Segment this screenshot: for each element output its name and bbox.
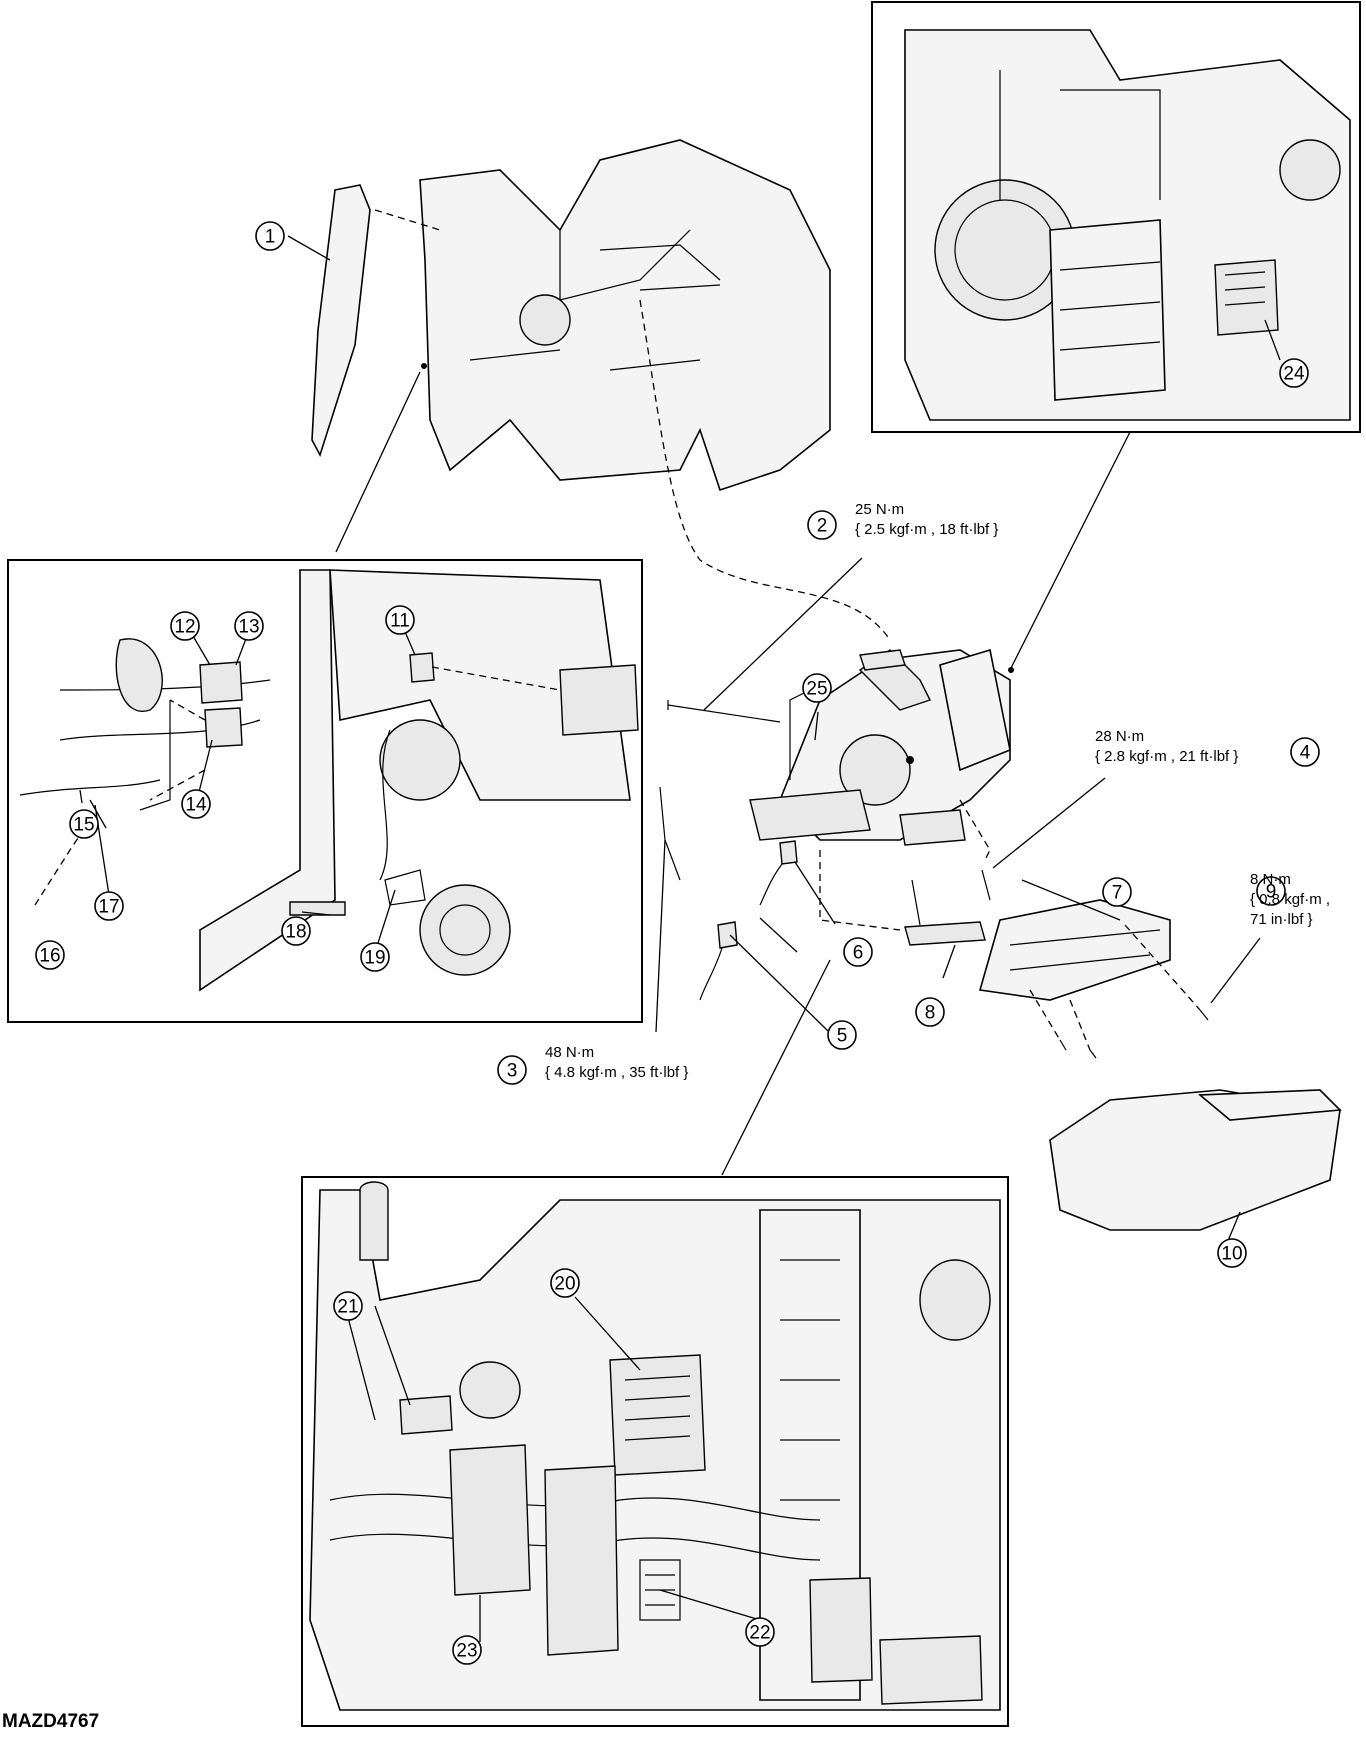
callout-circle [497, 1055, 527, 1085]
inset-bottom [301, 1176, 1009, 1727]
callout-number: 6 [853, 943, 864, 964]
callout-circle [255, 221, 285, 251]
callout-circle [1102, 877, 1132, 907]
callout-number: 9 [1266, 882, 1277, 903]
callout-number: 4 [1300, 743, 1311, 764]
callout-24: 24 [1279, 358, 1309, 388]
callout-number: 24 [1283, 364, 1305, 385]
callout-number: 25 [806, 679, 827, 700]
callout-circle [827, 1020, 857, 1050]
callout-5: 5 [827, 1020, 857, 1050]
callout-3: 3 [497, 1055, 527, 1085]
torque-spec-4-nm: 28 N·m [1095, 728, 1145, 745]
pivot-dot [421, 363, 427, 369]
torque-spec-2: 25 N·m { 2.5 kgf·m , 18 ft·lbf } [855, 500, 998, 540]
callout-number: 15 [73, 815, 94, 836]
callout-circle [234, 611, 264, 641]
callout-circle [170, 611, 200, 641]
callout-circle [181, 789, 211, 819]
callout-10: 10 [1217, 1238, 1247, 1268]
torque-spec-3-nm: 48 N·m [545, 1044, 595, 1061]
callout-6: 6 [843, 937, 873, 967]
callout-16: 16 [35, 940, 65, 970]
callout-circle [94, 891, 124, 921]
callout-circle [452, 1635, 482, 1665]
callout-number: 17 [98, 897, 119, 918]
callout-number: 7 [1112, 883, 1123, 904]
callout-2: 2 [807, 510, 837, 540]
callout-circle [281, 916, 311, 946]
callout-circle [1290, 737, 1320, 767]
diagram-code: MAZD4767 [2, 1711, 100, 1732]
callout-circle [69, 809, 99, 839]
callout-18: 18 [281, 916, 311, 946]
callout-number: 23 [456, 1641, 477, 1662]
torque-spec-3: 48 N·m { 4.8 kgf·m , 35 ft·lbf } [545, 1043, 688, 1083]
torque-spec-9-nm: 8 N·m [1250, 871, 1291, 888]
callout-number: 3 [507, 1061, 518, 1082]
callout-19: 19 [360, 942, 390, 972]
callout-number: 20 [554, 1274, 575, 1295]
callout-number: 11 [390, 611, 410, 632]
callout-circle [915, 997, 945, 1027]
torque-spec-9-conv: { 0.8 kgf·m , [1250, 891, 1331, 908]
callout-number: 13 [238, 617, 259, 638]
torque-spec-4: 28 N·m { 2.8 kgf·m , 21 ft·lbf } [1095, 727, 1238, 767]
callout-circle [360, 942, 390, 972]
callout-circle [807, 510, 837, 540]
callout-circle [802, 673, 832, 703]
callout-number: 18 [285, 922, 306, 943]
torque-spec-2-conv: { 2.5 kgf·m , 18 ft·lbf } [855, 521, 999, 538]
callout-circle [35, 940, 65, 970]
callout-number: 10 [1221, 1244, 1242, 1265]
callout-circle [333, 1291, 363, 1321]
callout-number: 5 [837, 1026, 848, 1047]
main-assembly [287, 139, 1342, 1249]
callout-number: 1 [265, 227, 276, 248]
torque-spec-2-nm: 25 N·m [855, 501, 905, 518]
connector-dot [1008, 667, 1014, 673]
callout-number: 22 [749, 1623, 770, 1644]
inset-top-right [871, 1, 1361, 433]
callout-15: 15 [69, 809, 99, 839]
torque-spec-9-conv2: 71 in·lbf } [1250, 911, 1313, 928]
torque-spec-9: 8 N·m { 0.8 kgf·m , 71 in·lbf } [1250, 870, 1330, 930]
callout-number: 16 [39, 946, 60, 967]
callout-number: 21 [337, 1297, 358, 1318]
column-dot [906, 756, 914, 764]
callout-circle [1256, 876, 1286, 906]
callout-number: 12 [174, 617, 195, 638]
callout-12: 12 [170, 611, 200, 641]
callout-21: 21 [333, 1291, 363, 1321]
callout-circle [385, 605, 415, 635]
callout-14: 14 [181, 789, 211, 819]
callout-20: 20 [550, 1268, 580, 1298]
callout-9: 9 [1256, 876, 1286, 906]
callout-circle [1279, 358, 1309, 388]
torque-spec-4-conv: { 2.8 kgf·m , 21 ft·lbf } [1095, 748, 1239, 765]
callout-25: 25 [802, 673, 832, 703]
callout-11: 11 [385, 605, 415, 635]
callout-1: 1 [255, 221, 285, 251]
inset-left [7, 559, 643, 1023]
callout-number: 19 [364, 948, 385, 969]
callout-4: 4 [1290, 737, 1320, 767]
callout-number: 14 [185, 795, 207, 816]
callout-23: 23 [452, 1635, 482, 1665]
callout-8: 8 [915, 997, 945, 1027]
callout-circle [1217, 1238, 1247, 1268]
callout-number: 2 [817, 516, 828, 537]
callout-22: 22 [745, 1617, 775, 1647]
torque-spec-3-conv: { 4.8 kgf·m , 35 ft·lbf } [545, 1064, 689, 1081]
callout-circle [843, 937, 873, 967]
callout-number: 8 [925, 1003, 936, 1024]
callout-13: 13 [234, 611, 264, 641]
callout-circle [550, 1268, 580, 1298]
callout-circle [745, 1617, 775, 1647]
callout-7: 7 [1102, 877, 1132, 907]
callout-17: 17 [94, 891, 124, 921]
